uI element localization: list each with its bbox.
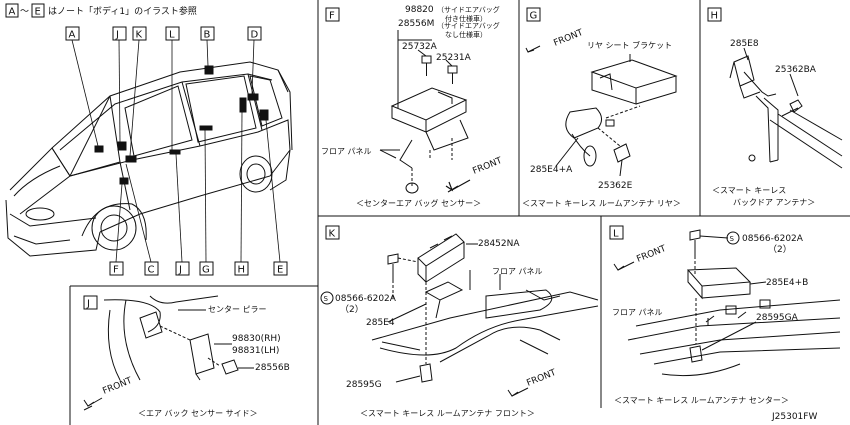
callout-d: D: [251, 30, 259, 41]
panel-k-part4: 28595G: [346, 380, 382, 390]
panel-k-floor: フロア パネル: [492, 267, 543, 276]
panel-h-letter: H: [711, 11, 719, 22]
panel-h-part2: 25362BA: [775, 65, 817, 75]
panel-h-caption2: バックドア アンテナ＞: [733, 198, 815, 207]
panel-f: F 98820 （サイドエアバッグ 付き仕様車） 28556M （サイドエアバッ…: [321, 5, 504, 208]
legend-range-e: E: [35, 7, 41, 18]
panel-h-part1: 285E8: [730, 39, 759, 49]
panel-j-letter: J: [86, 299, 90, 310]
panel-g-letter: G: [530, 11, 538, 22]
panel-g-caption: ＜スマート キーレス ルームアンテナ リヤ＞: [522, 199, 681, 208]
panel-l-part2: 285E4+B: [766, 278, 808, 288]
panel-k-part1: 28452NA: [478, 239, 520, 249]
svg-text:S: S: [730, 235, 735, 243]
panel-f-part4: 25231A: [436, 53, 472, 63]
panel-j-front: FRONT: [101, 376, 134, 397]
panel-j-caption: ＜エア バック センサー サイド＞: [138, 409, 258, 418]
panel-f-part3: 25732A: [402, 42, 438, 52]
callout-k: K: [136, 30, 143, 41]
panel-f-floor: フロア パネル: [321, 147, 372, 156]
panel-j-part1: 98830(RH): [232, 334, 281, 344]
panel-k-part3: 285E4: [366, 318, 395, 328]
panel-l-caption: ＜スマート キーレス ルームアンテナ センター＞: [614, 396, 789, 405]
legend-note: はノート「ボディ1」のイラスト参照: [48, 5, 197, 17]
panel-j-part2: 98831(LH): [232, 346, 279, 356]
panel-f-front: FRONT: [471, 156, 504, 177]
callout-j-bottom: J: [178, 265, 182, 276]
panel-g-front: FRONT: [552, 28, 585, 49]
panel-h-caption1: ＜スマート キーレス: [712, 186, 786, 195]
reference-code: J25301FW: [771, 412, 817, 422]
callout-l: L: [169, 30, 175, 41]
car-callout-letters: [65, 26, 288, 276]
svg-text:（サイドエアバッグ: （サイドエアバッグ: [437, 5, 500, 14]
panel-j: J センター ピラー 98830(RH) 98831(LH) 28556B FR…: [83, 295, 290, 418]
callout-g: G: [202, 265, 210, 276]
svg-text:なし仕様車）: なし仕様車）: [445, 30, 487, 39]
panel-k-letter: K: [329, 229, 336, 240]
panel-l-floor: フロア パネル: [612, 308, 663, 317]
panel-f-caption: ＜センターエア バッグ センサー＞: [356, 198, 481, 208]
panel-k-qty: （2）: [340, 304, 364, 315]
callout-h: H: [238, 265, 246, 276]
vehicle-illustration: [5, 61, 293, 257]
svg-text:～: ～: [20, 7, 29, 17]
panel-k-front: FRONT: [525, 368, 558, 389]
panel-f-part1: 98820: [405, 5, 434, 15]
panel-k: K 28452NA S 08566-6202A （2） 285E4 フロア パネ…: [320, 225, 599, 418]
callout-c: C: [148, 265, 155, 276]
panel-g-bracket: リヤ シート ブラケット: [587, 40, 672, 50]
car-callout-leaders: [71, 39, 281, 263]
panel-borders: [69, 0, 850, 425]
panel-l-part1: 08566-6202A: [742, 234, 804, 244]
panel-j-pillar: センター ピラー: [208, 305, 267, 314]
panel-k-caption: ＜スマート キーレス ルームアンテナ フロント＞: [360, 409, 535, 418]
callout-a: A: [69, 30, 76, 41]
panel-l: L S 08566-6202A （2） 285E4+B フロア パネル 2859…: [609, 225, 841, 405]
callout-f: F: [113, 265, 119, 276]
panel-l-letter: L: [613, 229, 619, 240]
legend: A ～ E はノート「ボディ1」のイラスト参照: [5, 3, 197, 18]
panel-l-front: FRONT: [635, 244, 668, 265]
panel-l-part3: 28595GA: [756, 313, 799, 323]
panel-g-part1: 285E4+A: [530, 165, 573, 175]
panel-g-part2: 25362E: [598, 181, 633, 191]
callout-e: E: [277, 265, 283, 276]
callout-b: B: [204, 30, 211, 41]
svg-text:付き仕様車）: 付き仕様車）: [445, 14, 487, 23]
svg-text:S: S: [324, 295, 329, 303]
panel-k-part2: 08566-6202A: [335, 294, 397, 304]
svg-text:（サイドエアバッグ: （サイドエアバッグ: [437, 21, 500, 30]
panel-f-part2: 28556M: [398, 19, 434, 29]
panel-j-part3: 28556B: [255, 363, 290, 373]
legend-range-a: A: [9, 7, 16, 18]
car-callout-text: A J K L B D F C J G H E: [69, 30, 284, 276]
panel-g: G FRONT リヤ シート ブラケット 285E4+A 25362E ＜スマー…: [522, 7, 681, 208]
panel-h: H 285E8 25362BA ＜スマート キーレス バックドア アンテナ＞: [707, 7, 843, 207]
panel-f-letter: F: [329, 11, 335, 22]
callout-j-top: J: [115, 30, 119, 41]
panel-l-qty: （2）: [768, 244, 792, 255]
